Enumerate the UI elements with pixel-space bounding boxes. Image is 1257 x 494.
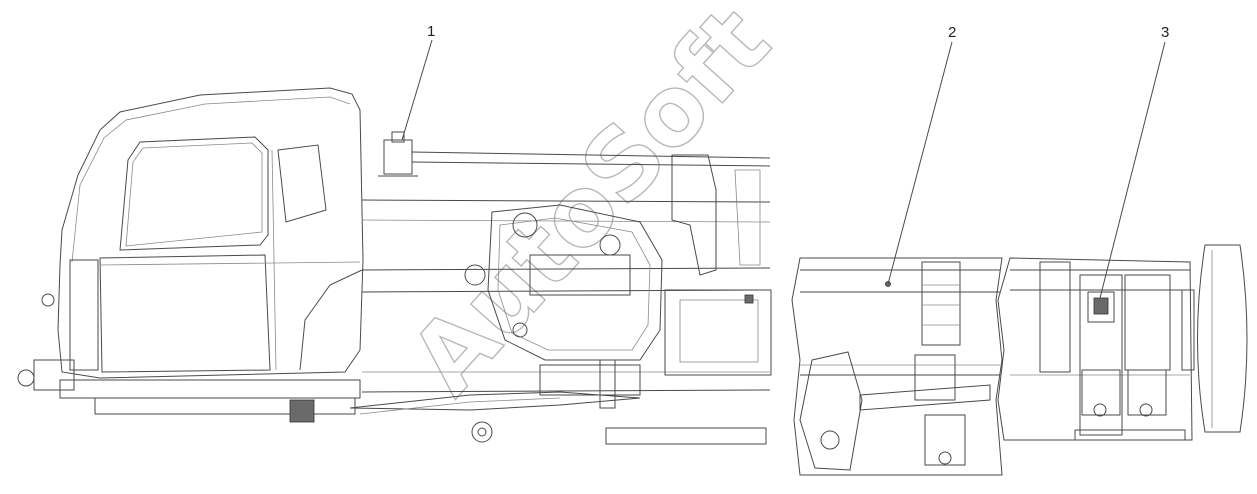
- frame-right-section: [997, 244, 1248, 441]
- callout-3-leader: [1099, 41, 1166, 299]
- component-3-box: [1087, 291, 1115, 323]
- rear-leaf-spring: [859, 384, 991, 411]
- front-leaf-spring: [349, 391, 641, 411]
- callout-1-leader: [401, 39, 433, 141]
- frame-left-section: [361, 154, 771, 445]
- callout-1: 1: [401, 23, 435, 141]
- gearbox: [664, 289, 772, 376]
- callout-2-label: 2: [948, 24, 956, 41]
- callout-3-label: 3: [1161, 24, 1169, 41]
- cab-window: [119, 136, 269, 251]
- frame-middle-section: [791, 257, 1003, 476]
- watermark: AutoSoft: [388, 0, 792, 416]
- tow-hook: [17, 369, 35, 387]
- callout-3: 3: [1099, 24, 1169, 299]
- watermark-text: AutoSoft: [389, 0, 792, 415]
- cab-door: [99, 254, 271, 373]
- engine-assembly: [349, 204, 772, 443]
- cab-rear-window: [277, 144, 327, 223]
- callout-2-leader: [887, 41, 953, 285]
- callout-2: 2: [887, 24, 956, 285]
- callout-1-label: 1: [427, 23, 435, 40]
- rear-wheel: [1197, 244, 1248, 433]
- exhaust-pipe: [605, 427, 767, 445]
- component-3-housing: [1079, 274, 1123, 436]
- cab: [17, 87, 364, 423]
- rear-hanger: [799, 351, 863, 471]
